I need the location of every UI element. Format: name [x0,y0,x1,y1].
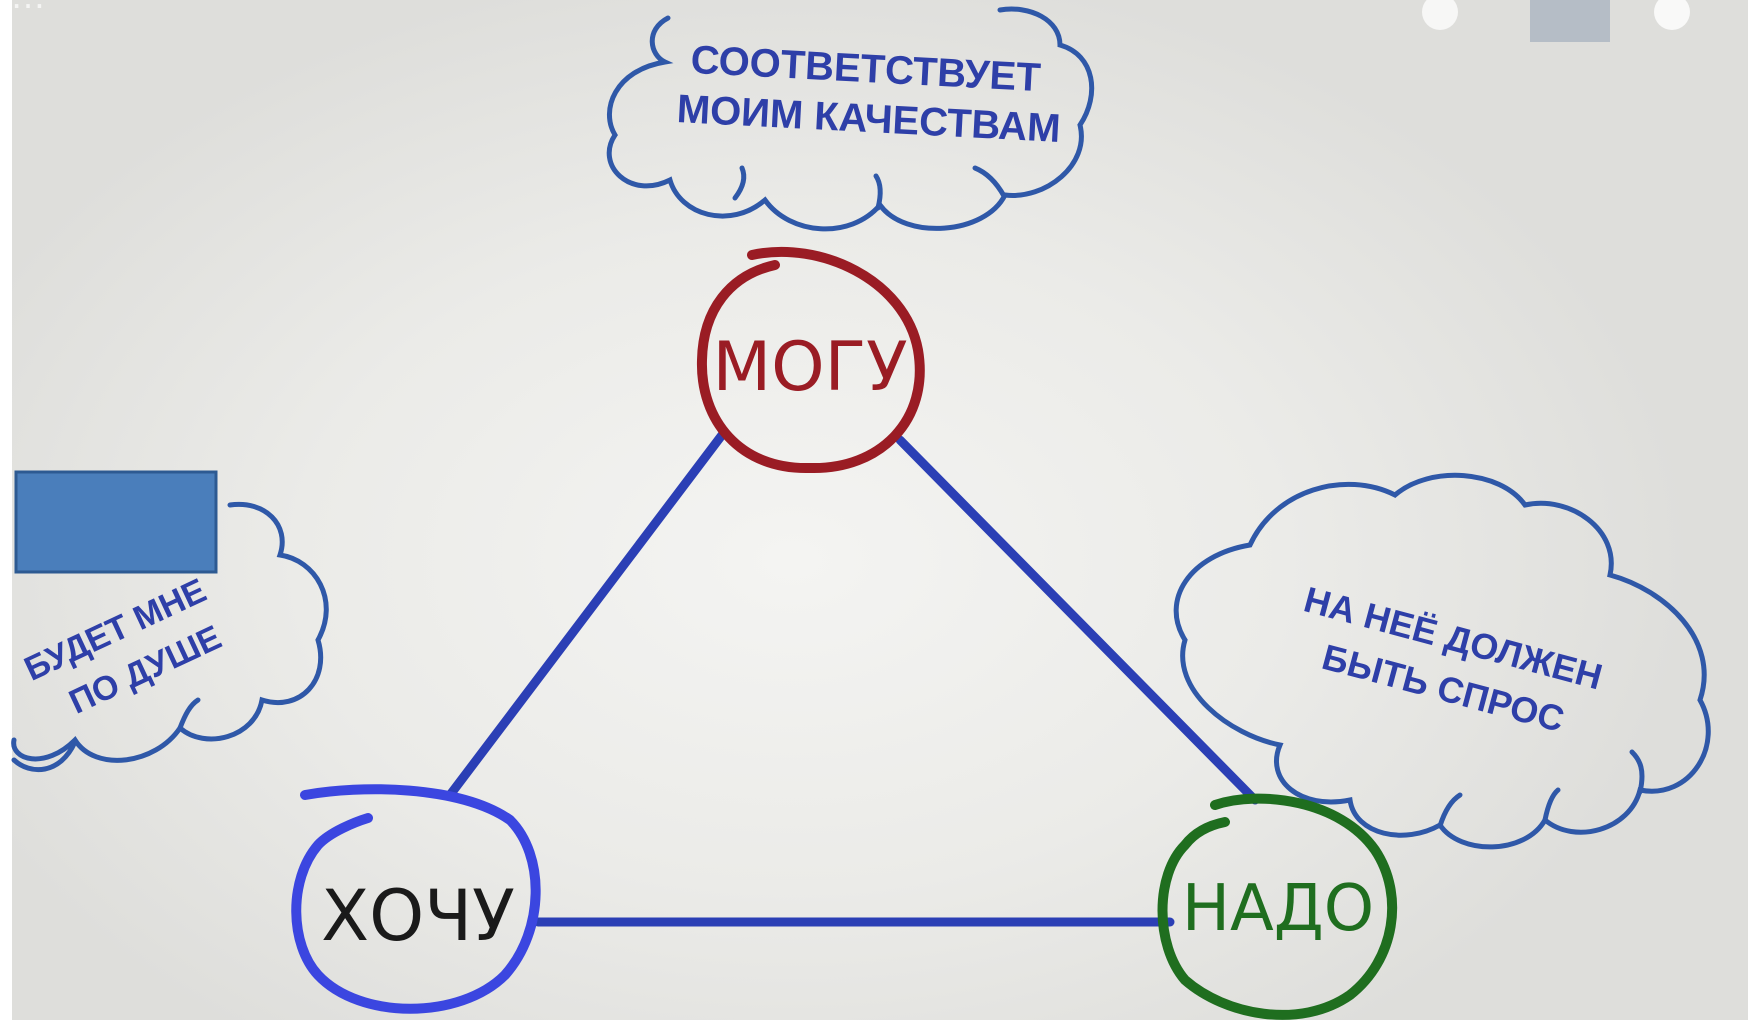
cloud-right [1173,472,1711,850]
whiteboard-photo [12,0,1748,1020]
node-hochu-label: ХОЧУ [321,875,515,957]
node-hochu-circle [291,784,541,1014]
node-nado-circle [1157,793,1398,1020]
node-mogu-label: МОГУ [712,328,907,407]
node-mogu-circle [696,246,925,474]
cloud-left [11,501,329,773]
node-mogu: МОГУ [696,246,925,474]
video-title-overlay: … [10,0,46,16]
watch-later-icon[interactable] [1530,0,1610,42]
node-hochu: ХОЧУ [291,784,541,1014]
node-nado-label: НАДО [1182,872,1374,946]
node-nado: НАДО [1157,793,1398,1020]
edge-mogu-nado [895,435,1260,805]
redaction-box [14,470,218,574]
edge-mogu-hochu [445,430,727,800]
info-icon[interactable] [1654,0,1690,30]
share-icon[interactable] [1422,0,1458,30]
cloud-top [606,6,1095,232]
